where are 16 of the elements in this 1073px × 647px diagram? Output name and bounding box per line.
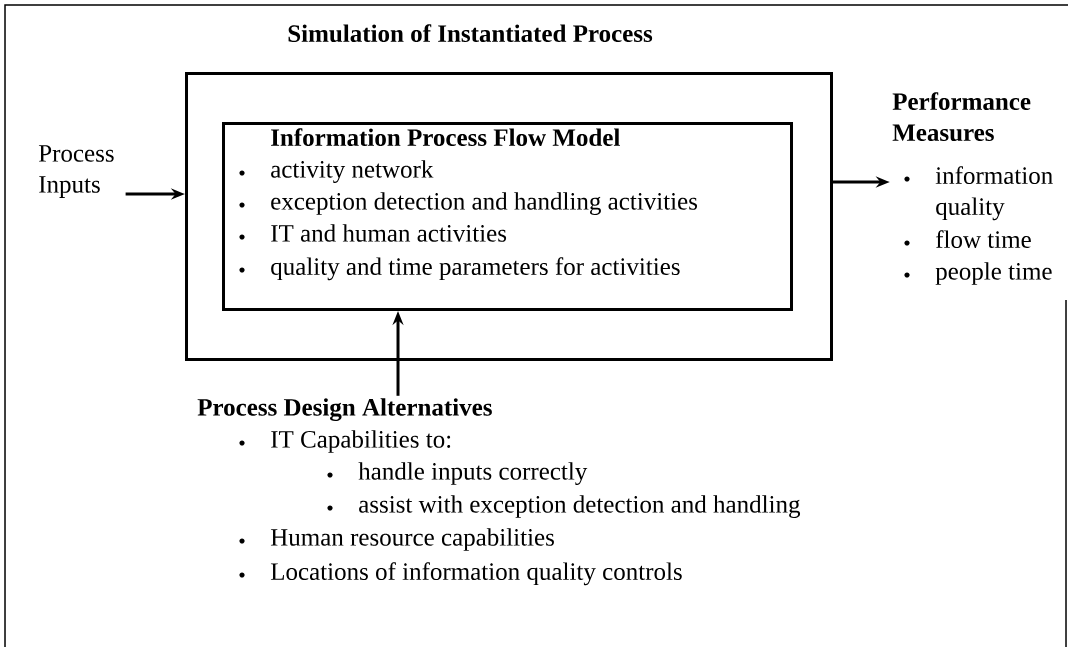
- list-item: assist with exception detection and handling: [327, 495, 801, 518]
- node-label: Process Inputs: [38, 145, 114, 198]
- list-item: flow time: [904, 230, 1031, 249]
- list-item: quality and time parameters for activities: [239, 257, 680, 281]
- list-heading: Process Design Alternatives: [197, 398, 492, 422]
- list-item: Locations of information quality controls: [239, 562, 682, 586]
- list-item: exception detection and handling activities: [239, 192, 698, 215]
- list-item: IT Capabilities to:: [239, 430, 451, 453]
- list-item: Human resource capabilities: [239, 528, 554, 551]
- list-item: IT and human activities: [239, 224, 507, 242]
- list-item: handle inputs correctly: [327, 462, 588, 485]
- list-heading: Information Process Flow Model: [271, 128, 620, 147]
- list-item: people time: [904, 262, 1052, 285]
- box-heading: Simulation of Instantiated Process: [288, 24, 653, 43]
- list-heading: Performance Measures: [892, 92, 1031, 142]
- list-item: activity network: [239, 160, 434, 183]
